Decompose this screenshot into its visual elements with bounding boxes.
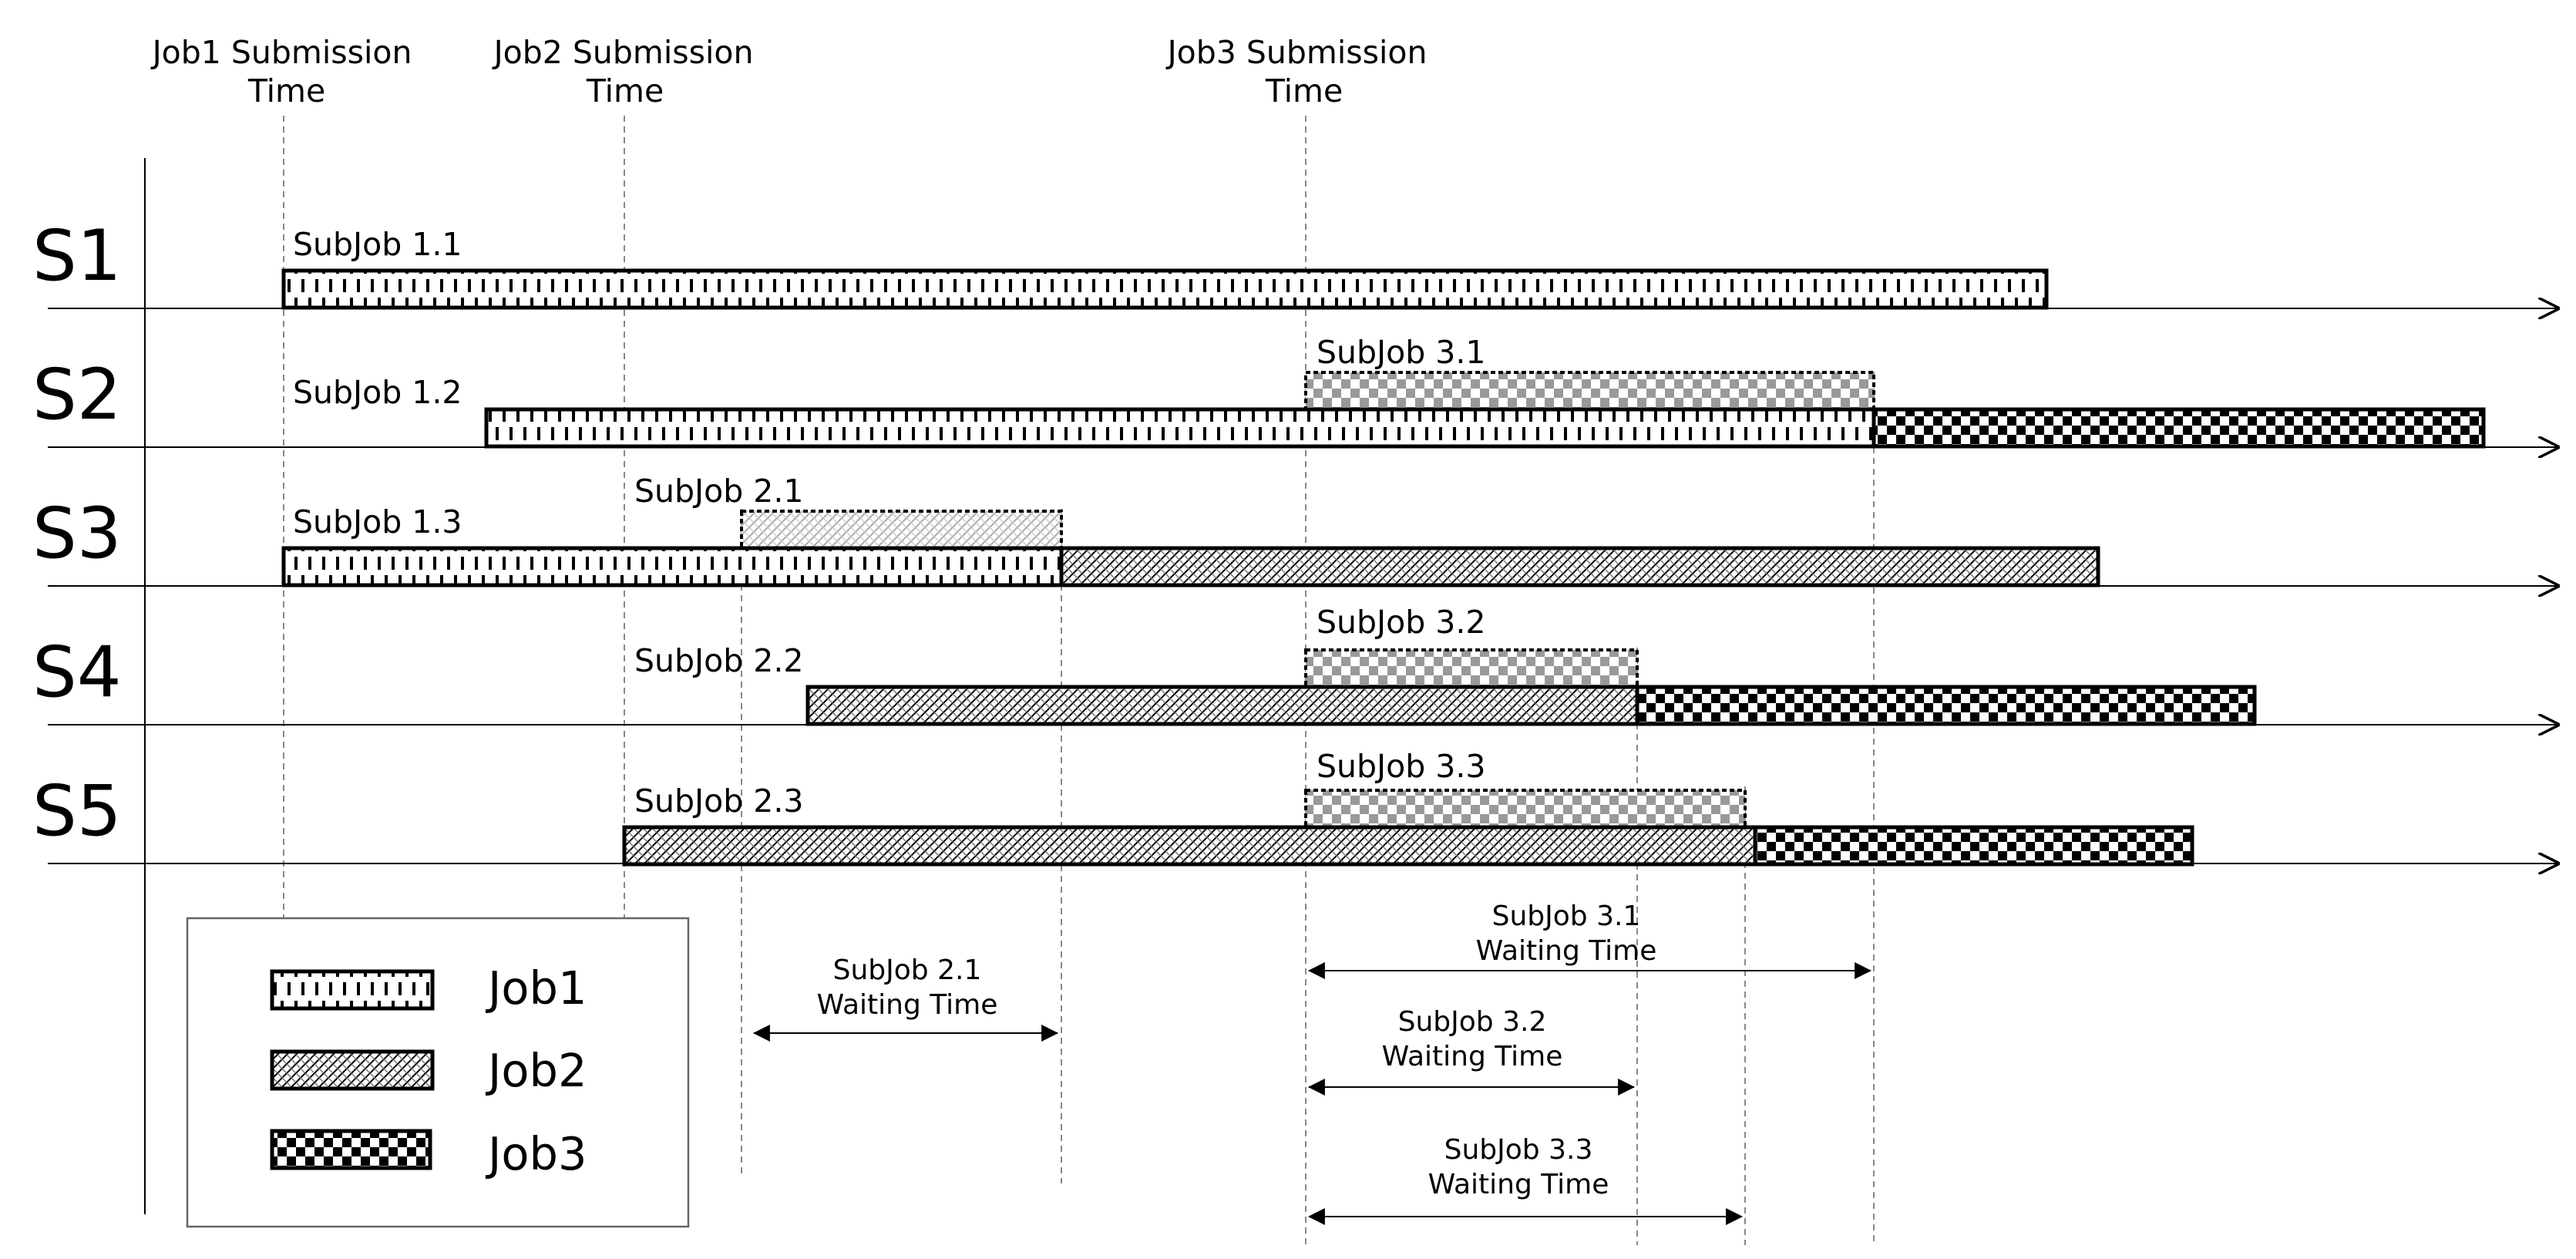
subjob-1-2-label: SubJob 1.2 — [293, 374, 462, 411]
subjob-3-2-waiting-bar — [1304, 648, 1639, 688]
server-label-s4: S4 — [32, 632, 122, 713]
legend-label-job1: Job1 — [485, 961, 587, 1015]
server-label-s5: S5 — [32, 771, 122, 852]
legend-box — [186, 917, 690, 1228]
subjob-3-1-waiting-bar — [1304, 371, 1875, 411]
legend-label-job2: Job2 — [485, 1044, 587, 1097]
subjob-3-2-label: SubJob 3.2 — [1317, 604, 1485, 641]
subjob-2-3-label: SubJob 2.3 — [634, 783, 803, 820]
legend-swatch-job3 — [270, 1129, 432, 1170]
legend-swatch-job2 — [270, 1049, 435, 1091]
subjob-1-2-bar — [484, 407, 1876, 449]
subjob-1-3-label: SubJob 1.3 — [293, 503, 462, 540]
subjob-1-1-bar — [281, 268, 2049, 310]
subjob-1-1-label: SubJob 1.1 — [293, 226, 462, 263]
server-label-s1: S1 — [32, 216, 122, 297]
subjob-3-3-bar — [1753, 825, 2194, 867]
subjob-2-2-label: SubJob 2.2 — [634, 642, 803, 679]
server-label-s3: S3 — [32, 493, 122, 574]
subjob-3-3-label: SubJob 3.3 — [1317, 748, 1485, 785]
subjob-2-1-waiting-bar — [740, 510, 1063, 550]
server-label-s2: S2 — [32, 355, 122, 436]
subjob-2-1-bar — [1059, 546, 2100, 587]
legend-label-job3: Job3 — [485, 1127, 587, 1180]
subjob-2-1-label: SubJob 2.1 — [634, 473, 803, 510]
subjob-3-2-bar — [1635, 685, 2257, 726]
subjob-2-2-bar — [805, 685, 1639, 726]
subjob-3-1-bar — [1871, 407, 2486, 449]
subjob-3-3-waiting-bar — [1304, 789, 1747, 829]
subjob-2-3-bar — [622, 825, 1757, 867]
subjob-3-1-label: SubJob 3.1 — [1317, 334, 1485, 371]
legend-swatch-job1 — [270, 969, 435, 1011]
subjob-1-3-bar — [281, 546, 1064, 587]
legend: Job1 Job2 Job3 — [186, 917, 690, 1228]
